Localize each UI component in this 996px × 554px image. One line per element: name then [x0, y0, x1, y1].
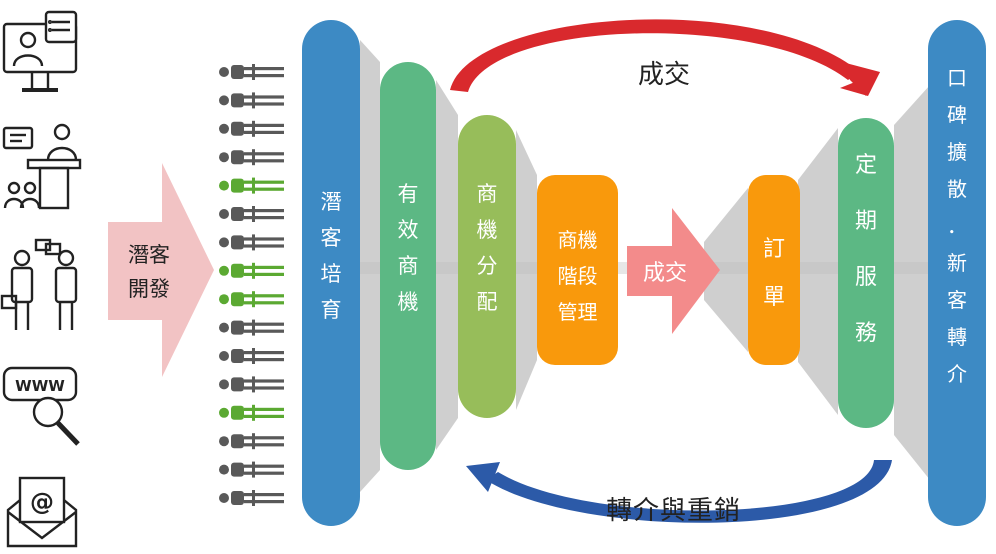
bottom-arrow-head: [466, 462, 500, 492]
www-search-icon: WWW: [2, 366, 80, 446]
opportunity-assign-label: 商 機 分 配: [476, 182, 498, 314]
person-highlighted-icon: [219, 291, 284, 308]
valid-opportunity-column[interactable]: [380, 62, 436, 470]
svg-text:@: @: [30, 488, 54, 516]
funnel-band-3: [516, 130, 537, 410]
person-icon: [219, 376, 284, 393]
top-deal-curve-arrow: [450, 19, 860, 92]
svg-text:WWW: WWW: [15, 377, 65, 395]
person-highlighted-icon: [219, 404, 284, 421]
stage-management-label: 商機 階段 管理: [557, 228, 598, 324]
stage-management-column[interactable]: [537, 175, 618, 365]
email-envelope-icon: @: [6, 476, 78, 548]
person-highlighted-icon: [219, 177, 284, 194]
nurture-column[interactable]: [302, 20, 360, 526]
deal-arrow-label: 成交: [642, 261, 687, 286]
periodic-service-label: 定 期 服 務: [854, 153, 877, 346]
prospect-people-column: [219, 64, 284, 506]
person-icon: [219, 461, 284, 478]
person-icon: [219, 234, 284, 251]
bottom-loop-curve-arrow: [486, 460, 892, 523]
presenter-screen-icon: [2, 10, 78, 92]
person-icon: [219, 319, 284, 336]
business-meeting-icon: [0, 238, 78, 330]
person-icon: [219, 92, 284, 109]
nurture-label: 潛 客 培 育: [320, 190, 342, 322]
funnel-band-6: [894, 85, 930, 480]
funnel-band-4: [704, 188, 748, 352]
funnel-band-1: [360, 40, 380, 492]
person-icon: [219, 206, 284, 222]
person-icon: [219, 64, 284, 80]
person-icon: [219, 433, 284, 450]
seminar-audience-icon: [2, 123, 82, 210]
person-icon: [219, 348, 284, 364]
word-of-mouth-label: 口 碑 擴 散 ． 新 客 轉 介: [947, 66, 967, 386]
bottom-loop-label: 轉介與重銷: [606, 496, 742, 526]
deal-arrow: [627, 208, 720, 334]
lead-gen-label: 潛客 開發: [128, 243, 170, 301]
word-of-mouth-column[interactable]: [928, 20, 986, 526]
person-highlighted-icon: [219, 262, 284, 279]
top-deal-label: 成交: [638, 60, 691, 90]
order-label: 訂 單: [762, 237, 785, 310]
person-icon: [219, 490, 284, 506]
person-icon: [219, 149, 284, 166]
funnel-band-2: [436, 80, 458, 450]
opportunity-assign-column[interactable]: [458, 115, 516, 418]
person-icon: [219, 120, 284, 137]
periodic-service-column[interactable]: [838, 118, 894, 428]
order-column[interactable]: [748, 175, 800, 365]
funnel-band-5: [798, 128, 838, 415]
lead-gen-arrow: [108, 163, 214, 377]
valid-opportunity-label: 有 效 商 機: [397, 182, 419, 314]
